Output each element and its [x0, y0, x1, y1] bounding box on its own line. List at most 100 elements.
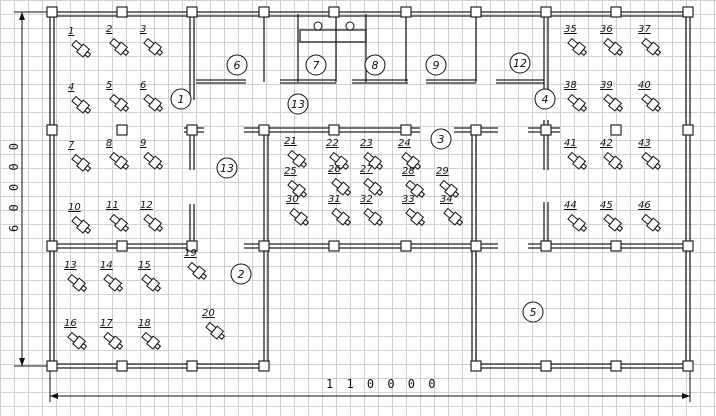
zone-marker: 8 [364, 54, 386, 76]
machine-icon [603, 93, 624, 112]
machine-icon [103, 273, 124, 292]
column [610, 240, 622, 252]
column [258, 124, 270, 136]
column [470, 6, 482, 18]
machine-icon [363, 177, 384, 196]
machine-icon [331, 207, 352, 226]
machine: 8 [106, 138, 130, 170]
zone-marker: 12 [509, 52, 531, 74]
outer-walls [49, 11, 691, 369]
zone-label: 9 [433, 59, 440, 72]
machine: 35 [564, 24, 588, 56]
machine-number: 42 [600, 138, 613, 149]
machine-icon [109, 93, 130, 112]
zone-label: 1 [178, 93, 185, 106]
machine-number: 25 [284, 166, 297, 177]
machine-number: 38 [564, 80, 577, 91]
machine-icon [567, 213, 588, 232]
machine: 45 [600, 200, 624, 232]
zone-label: 13 [220, 162, 234, 175]
zone-label: 2 [238, 268, 245, 281]
machine: 21 [284, 136, 308, 168]
machine-icon [109, 213, 130, 232]
machine: 41 [564, 138, 588, 170]
machine-number: 29 [436, 166, 449, 177]
machine: 22 [326, 138, 350, 170]
machine-number: 27 [360, 164, 373, 175]
machine: 18 [138, 318, 162, 350]
zone-circle [364, 54, 386, 76]
zone-circle [509, 52, 531, 74]
machine: 6 [140, 80, 164, 112]
machine-number: 39 [600, 80, 613, 91]
zone-circle [170, 88, 192, 110]
machine: 20 [202, 308, 226, 340]
machine-icon [71, 95, 92, 114]
machine: 36 [600, 24, 624, 56]
column [258, 240, 270, 252]
machine-icon [143, 37, 164, 56]
machine-number: 21 [284, 136, 297, 147]
machine-number: 30 [286, 194, 299, 205]
machine: 24 [398, 138, 422, 170]
zone-circle [216, 157, 238, 179]
zone-label: 5 [530, 306, 537, 319]
column [328, 6, 340, 18]
zone-label: 6 [234, 59, 241, 72]
column [116, 124, 128, 136]
zone-circle [522, 301, 544, 323]
machine: 34 [440, 194, 464, 226]
zone-label: 7 [313, 59, 320, 72]
machine-icon [329, 151, 350, 170]
column [400, 240, 412, 252]
machine-number: 11 [106, 200, 119, 211]
machine-icon [103, 331, 124, 350]
machine-icon [71, 215, 92, 234]
machine-icon [141, 273, 162, 292]
machine-number: 35 [564, 24, 577, 35]
height-dimension-label: 6 0 0 0 0 [7, 140, 21, 232]
column [186, 124, 198, 136]
machine-icon [205, 321, 226, 340]
machine-icon [641, 93, 662, 112]
machine-number: 46 [638, 200, 651, 211]
machine-number: 1 [68, 26, 74, 37]
machine: 17 [100, 318, 124, 350]
machine-icon [439, 179, 460, 198]
zone-marker: 4 [534, 88, 556, 110]
column [610, 124, 622, 136]
machine-number: 12 [140, 200, 153, 211]
column [46, 360, 58, 372]
machine-number: 43 [638, 138, 651, 149]
machine-number: 15 [138, 260, 151, 271]
machine-icon [141, 331, 162, 350]
column [46, 6, 58, 18]
column [186, 240, 198, 252]
machine-icon [641, 37, 662, 56]
machine-number: 23 [360, 138, 373, 149]
column [540, 124, 552, 136]
zone-marker: 5 [522, 301, 544, 323]
machine-number: 13 [64, 260, 77, 271]
machine-number: 32 [360, 194, 373, 205]
machine-number: 4 [68, 82, 74, 93]
machine: 38 [564, 80, 588, 112]
machine-icon [67, 331, 88, 350]
zone-label: 4 [542, 93, 549, 106]
column [258, 6, 270, 18]
column [116, 240, 128, 252]
machine-number: 17 [100, 318, 113, 329]
column [610, 360, 622, 372]
machine-number: 26 [328, 164, 341, 175]
machine-icon [287, 149, 308, 168]
machine: 15 [138, 260, 162, 292]
machine-icon [641, 213, 662, 232]
zone-circle [305, 54, 327, 76]
machine-number: 28 [402, 166, 415, 177]
fixture-icon [345, 21, 355, 31]
machine: 12 [140, 200, 164, 232]
machine: 42 [600, 138, 624, 170]
machine-number: 45 [600, 200, 613, 211]
